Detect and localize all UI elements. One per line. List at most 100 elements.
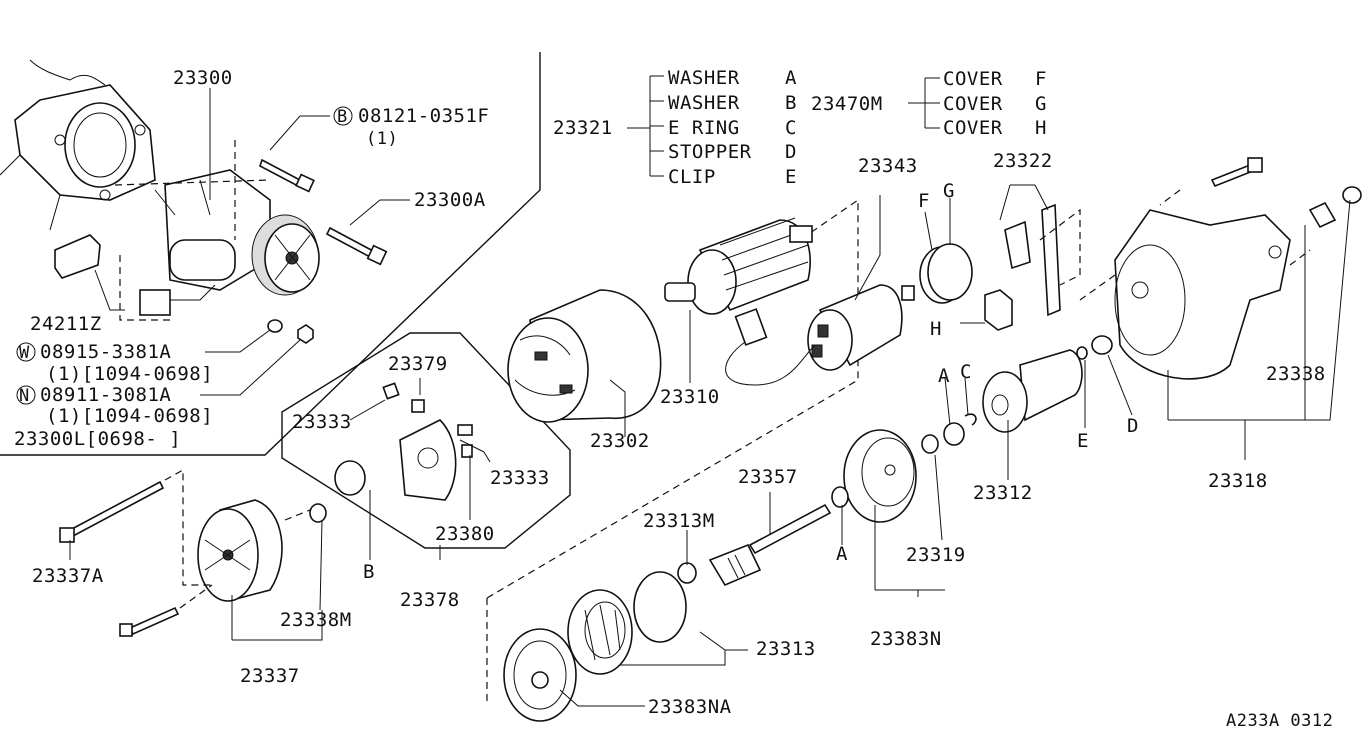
label-23300: 23300 <box>173 67 233 89</box>
letter-C: C <box>960 361 972 383</box>
housing-23318-illustration <box>1114 209 1291 380</box>
label-23318: 23318 <box>1208 470 1268 492</box>
rear-cover-23337-illustration <box>197 499 283 602</box>
legend-washer-code-2: B <box>785 92 797 114</box>
cover-G-illustration <box>927 243 973 301</box>
label-23357: 23357 <box>738 466 798 488</box>
bolt-qty: (1) <box>366 129 398 149</box>
label-23337A: 23337A <box>32 565 104 587</box>
nut-08911-illustration <box>297 324 314 344</box>
letter-A-bottom: A <box>836 543 848 565</box>
legend-cover-code-1: F <box>1035 68 1047 90</box>
mount-dash-line <box>114 140 271 240</box>
e-ring-C-illustration <box>964 413 977 426</box>
bolt-axis-dash <box>1079 189 1311 301</box>
label-23333-right: 23333 <box>490 467 550 489</box>
label-23338M: 23338M <box>280 609 352 631</box>
lead-wire-illustration <box>725 308 816 386</box>
armature-23310-illustration <box>664 217 813 315</box>
label-23383N: 23383N <box>870 628 942 650</box>
legend-cover-code-3: H <box>1035 117 1047 139</box>
label-23312: 23312 <box>973 482 1033 504</box>
section-divider-main <box>0 52 541 456</box>
washer-08915-illustration <box>267 319 283 333</box>
solenoid-23343-illustration <box>807 284 915 371</box>
leader-lines <box>69 75 1351 707</box>
label-24211Z: 24211Z <box>30 313 102 335</box>
legend-cover-code-2: G <box>1035 93 1047 115</box>
letter-D: D <box>1127 415 1139 437</box>
pinion-shaft-23357-illustration <box>708 503 832 587</box>
label-23319: 23319 <box>906 544 966 566</box>
label-23322: 23322 <box>993 150 1053 172</box>
label-23313: 23313 <box>756 638 816 660</box>
legend-covers-ref: 23470M <box>811 93 883 115</box>
brush-holder-23378-illustration <box>382 382 473 501</box>
bolt-symbol: B <box>337 107 348 127</box>
engine-housing-illustration <box>0 59 156 231</box>
label-23302: 23302 <box>590 430 650 452</box>
lever-23322-illustration <box>1004 203 1081 317</box>
legend-washer-code-4: D <box>785 141 797 163</box>
label-23343: 23343 <box>858 155 918 177</box>
letter-G: G <box>943 180 955 202</box>
bolt-23300A-illustration <box>325 226 388 266</box>
stopper-D-illustration <box>1091 335 1113 355</box>
brush-holder-group-outline <box>281 332 571 549</box>
legend-washer-name-4: STOPPER <box>668 141 752 163</box>
legend-cover-name-3: COVER <box>943 117 1003 139</box>
bolt-part-number: 08121-0351F <box>358 105 489 127</box>
screw-illustration <box>119 606 180 637</box>
through-bolt-23337A-illustration <box>59 480 165 543</box>
bushing-23338M-illustration <box>309 503 327 523</box>
nut-symbol: N <box>19 386 30 406</box>
bolt-symbol-circle <box>333 106 353 126</box>
label-23313M: 23313M <box>643 510 715 532</box>
label-23383NA: 23383NA <box>648 696 732 718</box>
clutch-cover-23383N-illustration <box>843 429 917 523</box>
legend-washer-name-1: WASHER <box>668 67 740 89</box>
pinion-group-dash <box>486 198 859 705</box>
clutch-23313-illustration <box>567 589 633 675</box>
label-23337: 23337 <box>240 665 300 687</box>
legend-washer-code-1: A <box>785 67 797 89</box>
bolt-23318-illustration <box>1210 157 1263 188</box>
washer-B-illustration <box>334 460 366 496</box>
bolt-08121-illustration <box>259 158 315 193</box>
letter-F: F <box>918 190 930 212</box>
gear-housing-23383NA-illustration <box>503 628 577 722</box>
legend-washer-name-2: WASHER <box>668 92 740 114</box>
legend-cover-name-1: COVER <box>943 68 1003 90</box>
washer-symbol: W <box>19 343 30 363</box>
nut-part-number: 08911-3081A <box>40 384 171 406</box>
bushing-23338-b-illustration <box>1342 186 1362 204</box>
washer-A-bottom-illustration <box>831 486 849 508</box>
clip-E-illustration <box>1076 346 1088 360</box>
legend-washer-name-3: E RING <box>668 117 740 139</box>
bushing-23338-illustration <box>1308 201 1337 229</box>
washer-part-number: 08915-3381A <box>40 341 171 363</box>
letter-B: B <box>363 561 375 583</box>
legend-cover-name-2: COVER <box>943 93 1003 115</box>
nut-qty: (1)[1094-0698] <box>46 405 213 427</box>
letter-H: H <box>930 318 942 340</box>
pinion-23313M-illustration <box>677 562 697 584</box>
label-23378: 23378 <box>400 589 460 611</box>
through-bolt-dash <box>164 468 215 586</box>
cover-H-illustration <box>984 289 1013 331</box>
washer-symbol-circle <box>16 342 36 362</box>
label-23379: 23379 <box>388 353 448 375</box>
washer-qty: (1)[1094-0698] <box>46 363 213 385</box>
nut-symbol-circle <box>16 385 36 405</box>
letter-E: E <box>1077 430 1089 452</box>
legend-washer-code-3: C <box>785 117 797 139</box>
legend-washer-code-5: E <box>785 166 797 188</box>
relay-bracket-dash <box>119 255 170 321</box>
label-23338: 23338 <box>1266 363 1326 385</box>
washer-A-top-illustration <box>943 422 965 446</box>
starter-assembled-illustration <box>139 169 320 316</box>
diagram-id: A233A 0312 <box>1226 711 1333 731</box>
yoke-23302-illustration <box>507 289 662 423</box>
screw-dash <box>179 509 311 609</box>
